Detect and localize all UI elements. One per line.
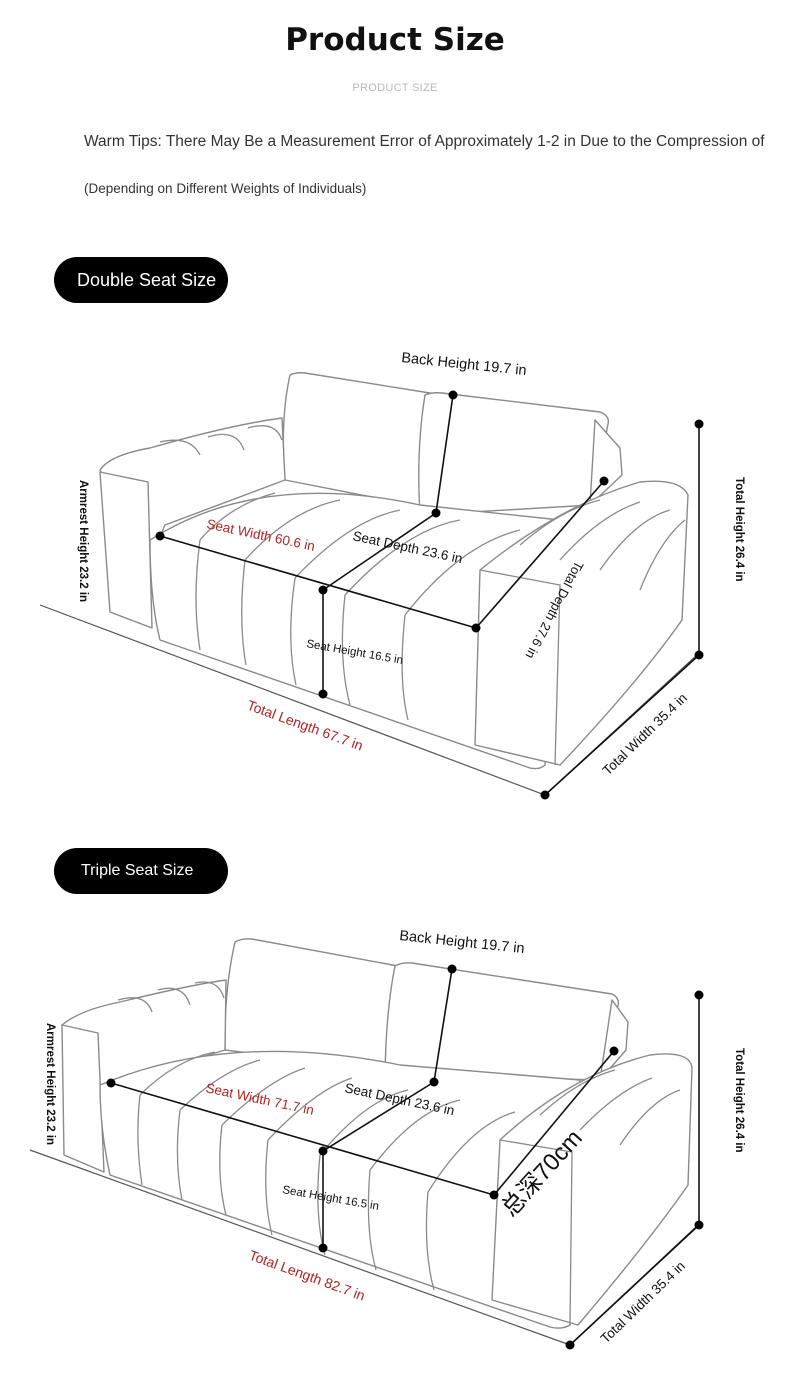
measure-dot <box>447 964 457 974</box>
back-cushion-side <box>589 419 623 506</box>
right-arm-edge <box>499 1139 573 1326</box>
left-arm-top <box>61 979 227 1106</box>
measure-dot <box>318 1243 328 1253</box>
measure-dot <box>609 1046 619 1056</box>
left-arm-channels <box>117 981 225 1013</box>
armrest-height-label: Armrest Height 23.2 in <box>44 1023 56 1145</box>
triple-sofa-diagram: Back Height 19.7 in Armrest Height 23.2 … <box>29 928 745 1350</box>
seat-channels-top <box>199 492 521 616</box>
measure-dot <box>318 689 328 699</box>
warm-tip-text: Warm Tips: There May Be a Measurement Er… <box>84 133 765 150</box>
measure-dot <box>429 1077 439 1087</box>
right-arm-channels <box>519 499 686 591</box>
measure-dot <box>540 790 550 800</box>
back-height-line <box>433 968 453 1083</box>
seat-channels-top <box>139 1051 516 1193</box>
back-cushion-right <box>384 962 620 1081</box>
seat-base <box>99 1050 581 1329</box>
measure-dot <box>448 390 458 400</box>
measure-dot <box>431 508 441 518</box>
left-arm-front <box>99 471 153 629</box>
back-height-label: Back Height 19.7 in <box>399 928 526 957</box>
total-depth-line <box>475 480 605 629</box>
total-height-label: Total Height 26.4 in <box>733 477 745 582</box>
measure-dot <box>694 1220 704 1230</box>
measure-dot <box>318 1146 328 1156</box>
back-cushion-right <box>418 392 610 516</box>
seat-depth-line <box>322 512 437 591</box>
seat-width-line <box>110 1082 495 1196</box>
seat-channels-front <box>137 1094 435 1291</box>
left-arm-front <box>61 1024 105 1173</box>
total-depth-line <box>493 1050 615 1196</box>
measure-dot <box>565 1340 575 1350</box>
right-arm <box>491 1053 693 1326</box>
back-cushion-left <box>224 938 406 1071</box>
measure-dot <box>694 419 704 429</box>
right-arm <box>474 480 689 766</box>
back-cushion-left <box>282 372 441 511</box>
total-height-label: Total Height 26.4 in <box>733 1048 745 1153</box>
page-subtitle: PRODUCT SIZE <box>352 82 438 94</box>
measure-dot <box>489 1190 499 1200</box>
seat-channels-front <box>195 539 409 721</box>
measure-dot <box>471 623 481 633</box>
measure-dot <box>106 1078 116 1088</box>
page-title: Product Size <box>285 22 505 58</box>
back-height-line <box>435 394 454 514</box>
measure-dot <box>694 650 704 660</box>
triple-seat-size-badge: Triple Seat Size <box>54 848 228 894</box>
measure-dot <box>318 585 328 595</box>
left-arm-channels <box>159 425 283 456</box>
seat-depth-line <box>322 1081 435 1152</box>
measure-dot <box>599 476 609 486</box>
double-sofa-diagram: Back Height 19.7 in Armrest Height 23.2 … <box>39 350 745 800</box>
back-height-label: Back Height 19.7 in <box>401 350 528 379</box>
warm-tip-note: (Depending on Different Weights of Indiv… <box>84 181 367 196</box>
total-width-line <box>544 654 700 796</box>
measure-dot <box>694 990 704 1000</box>
measure-dot <box>155 531 165 541</box>
right-arm-channels <box>539 1069 681 1146</box>
double-seat-size-badge: Double Seat Size <box>54 257 228 303</box>
total-width-line <box>569 1224 700 1346</box>
right-arm-edge <box>479 569 561 766</box>
seat-width-line <box>159 535 477 629</box>
armrest-height-label: Armrest Height 23.2 in <box>77 480 89 602</box>
